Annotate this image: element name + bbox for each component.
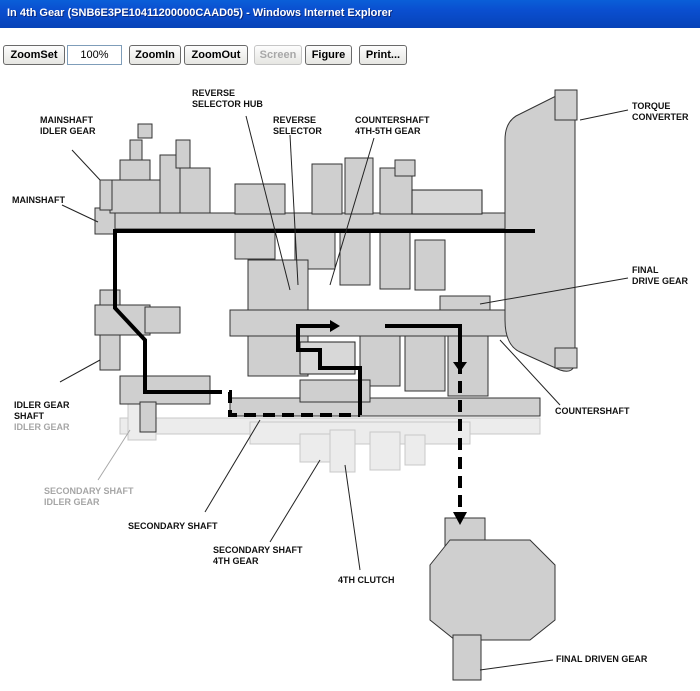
svg-text:4TH-5TH GEAR: 4TH-5TH GEAR <box>355 126 421 136</box>
svg-text:4TH GEAR: 4TH GEAR <box>213 556 259 566</box>
label-final-driven-gear: FINAL DRIVEN GEAR <box>556 654 648 664</box>
label-mainshaft: MAINSHAFT <box>12 195 65 205</box>
figure-button[interactable]: Figure <box>305 45 352 65</box>
zoom-level-field[interactable]: 100% <box>67 45 122 65</box>
label-secondary-shaft-idler-gear: SECONDARY SHAFT <box>44 486 134 496</box>
label-4th-clutch: 4TH CLUTCH <box>338 575 395 585</box>
label-reverse-selector-hub: REVERSE <box>192 88 235 98</box>
label-idler-gear-shaft: IDLER GEAR <box>14 400 70 410</box>
label-countershaft: COUNTERSHAFT <box>555 406 630 416</box>
zoomset-button[interactable]: ZoomSet <box>3 45 65 65</box>
svg-text:CONVERTER: CONVERTER <box>632 112 689 122</box>
label-secondary-shaft: SECONDARY SHAFT <box>128 521 218 531</box>
label-mainshaft-idler-gear: MAINSHAFT <box>40 115 93 125</box>
label-final-drive-gear: FINAL <box>632 265 659 275</box>
gear-assembly <box>94 89 578 681</box>
svg-text:IDLER GEAR: IDLER GEAR <box>14 422 70 432</box>
power-flow-diagram: REVERSE SELECTOR HUB MAINSHAFT IDLER GEA… <box>12 88 689 681</box>
label-reverse-selector: REVERSE <box>273 115 316 125</box>
print-button[interactable]: Print... <box>359 45 407 65</box>
zoomout-button[interactable]: ZoomOut <box>184 45 248 65</box>
window-title: In 4th Gear (SNB6E3PE10411200000CAAD05) … <box>7 7 393 19</box>
label-countershaft-4th-5th-gear: COUNTERSHAFT <box>355 115 430 125</box>
screen-button[interactable]: Screen <box>254 45 302 65</box>
svg-text:SHAFT: SHAFT <box>14 411 44 421</box>
svg-text:DRIVE GEAR: DRIVE GEAR <box>632 276 689 286</box>
zoomin-button[interactable]: ZoomIn <box>129 45 181 65</box>
label-torque-converter: TORQUE <box>632 101 670 111</box>
leader-lines <box>59 109 629 671</box>
window-titlebar[interactable]: In 4th Gear (SNB6E3PE10411200000CAAD05) … <box>0 0 700 28</box>
svg-text:IDLER GEAR: IDLER GEAR <box>44 497 100 507</box>
label-secondary-shaft-4th-gear: SECONDARY SHAFT <box>213 545 303 555</box>
part-labels: REVERSE SELECTOR HUB MAINSHAFT IDLER GEA… <box>12 88 689 664</box>
svg-text:SELECTOR: SELECTOR <box>273 126 322 136</box>
viewer-toolbar: ZoomSet 100% ZoomIn ZoomOut Screen Figur… <box>0 28 700 80</box>
transmission-figure: REVERSE SELECTOR HUB MAINSHAFT IDLER GEA… <box>0 80 700 691</box>
svg-text:IDLER GEAR: IDLER GEAR <box>40 126 96 136</box>
power-flow-path <box>113 229 535 525</box>
svg-text:SELECTOR HUB: SELECTOR HUB <box>192 99 263 109</box>
